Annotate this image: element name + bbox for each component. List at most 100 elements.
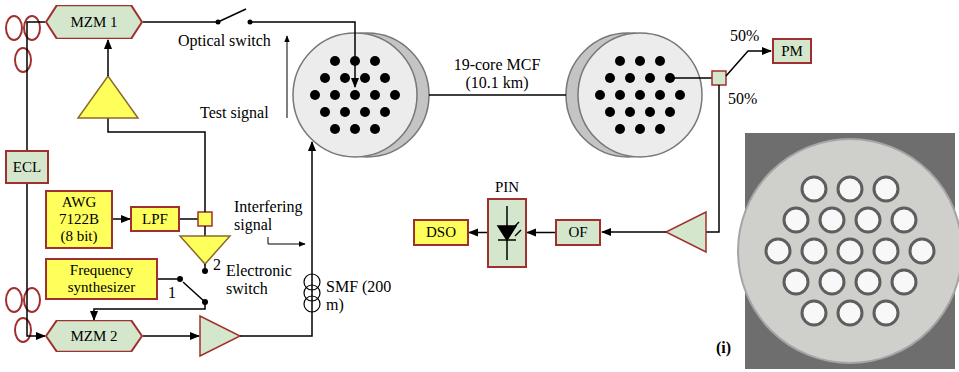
wire (107, 40, 109, 76)
fiber-core (784, 270, 808, 294)
fiber-core (655, 124, 665, 134)
fiber-core (856, 208, 880, 232)
splitter (198, 212, 212, 226)
box-text: PM (781, 43, 803, 60)
box-text: Frequency synthesizer (52, 262, 152, 296)
fiber-core (625, 107, 635, 117)
fiber-core (635, 124, 645, 134)
fiber-core (380, 73, 390, 83)
signal-label: Test signal (200, 104, 269, 122)
fiber-core (892, 208, 916, 232)
fiber-core (380, 107, 390, 117)
terminal-number: 1 (168, 284, 176, 302)
box-text: ECL (13, 159, 41, 176)
box-text: MZM 2 (70, 328, 117, 345)
amplifier (180, 236, 230, 264)
ratio-label: 50% (730, 27, 759, 45)
fiber-core (320, 73, 330, 83)
core-group (595, 56, 685, 134)
fiber-core (838, 239, 862, 263)
fiber-label: 19-core MCF (10.1 km) (447, 56, 547, 92)
micrograph-cladding (738, 139, 959, 363)
terminal-number: 2 (213, 256, 221, 274)
fiber-core (370, 56, 380, 66)
wire (158, 278, 177, 280)
polarization-loop (15, 318, 31, 342)
oscilloscope-box: DSO (413, 219, 469, 246)
diode-stroke (515, 230, 521, 236)
fiber-core (838, 177, 862, 201)
fiber-core (370, 90, 380, 100)
pointer-arrow (268, 244, 305, 245)
component-label: PIN (495, 179, 519, 196)
fiber-core (802, 239, 826, 263)
switch-lever (183, 282, 205, 302)
connector (527, 232, 555, 234)
fiber-core (645, 73, 655, 83)
fiber-core (675, 90, 685, 100)
fiber-core (625, 73, 635, 83)
ratio-label: 50% (728, 90, 757, 108)
polarization-loop (6, 288, 22, 312)
photodiode-box: PIN (487, 198, 527, 268)
fiber-core (595, 90, 605, 100)
fiber-core (665, 107, 675, 117)
fiber-core (310, 90, 320, 100)
connector (27, 22, 45, 150)
connector (469, 232, 487, 234)
laser-box: ECL (5, 150, 49, 184)
signal-label: Interfering signal (234, 198, 310, 234)
fiber-core (330, 56, 340, 66)
box-text: DSO (426, 224, 456, 241)
fiber-core (820, 270, 844, 294)
polarization-loop (15, 48, 31, 72)
fiber-face (578, 33, 702, 157)
box-text: AWG 7122B (8 bit) (53, 194, 105, 244)
fiber-core (635, 90, 645, 100)
wire (726, 51, 771, 76)
polarization-loop (6, 16, 22, 40)
core-group (766, 177, 934, 325)
fiber-core (605, 73, 615, 83)
synthesizer-box: Frequency synthesizer (45, 258, 158, 300)
coupler (712, 71, 726, 85)
pointer-tick (268, 237, 269, 244)
fiber-core (350, 90, 360, 100)
fiber-coil (304, 296, 320, 312)
diode-stroke (513, 222, 519, 228)
fiber-core (340, 73, 350, 83)
fiber-core (910, 239, 934, 263)
fiber-core (615, 56, 625, 66)
fiber-core (330, 124, 340, 134)
fiber-core (856, 270, 880, 294)
fiber-core (615, 90, 625, 100)
connector (27, 184, 45, 336)
fiber-core (370, 124, 380, 134)
meter-box: PM (772, 38, 812, 64)
fiber-core (892, 270, 916, 294)
fiber-core (784, 208, 808, 232)
amplifier (200, 316, 240, 356)
fiber-label: SMF (200 m) (326, 278, 396, 314)
fiber-core (615, 124, 625, 134)
fiber-core (766, 239, 790, 263)
pointer-arrow (287, 36, 288, 118)
wire (94, 302, 205, 320)
wire (706, 85, 719, 232)
fiber-core (874, 239, 898, 263)
photodiode-symbol (489, 200, 525, 266)
connector (113, 218, 130, 220)
fiber-core (820, 208, 844, 232)
wire (204, 226, 206, 236)
wire (602, 231, 666, 233)
wire (108, 118, 205, 212)
fiber-core (802, 301, 826, 325)
fiber-core (838, 301, 862, 325)
wire (180, 218, 198, 220)
filter-box: OF (555, 219, 601, 246)
wire (250, 22, 355, 87)
fiber-core (874, 177, 898, 201)
